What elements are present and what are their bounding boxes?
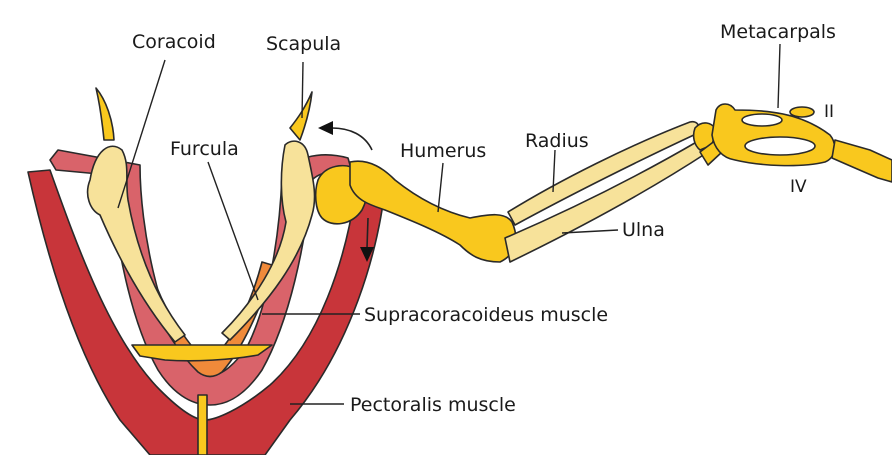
left-scapula-bone bbox=[95, 87, 115, 141]
radius-label: Radius bbox=[525, 130, 589, 152]
metacarpal-upper-gap bbox=[741, 113, 783, 127]
upstroke-arrow bbox=[331, 127, 373, 151]
upstroke-arrowhead bbox=[318, 121, 333, 135]
coracoid-label: Coracoid bbox=[132, 31, 216, 53]
ulna-leader bbox=[561, 229, 619, 234]
ulna-label: Ulna bbox=[622, 219, 665, 241]
supracoracoideus-label: Supracoracoideus muscle bbox=[364, 304, 608, 326]
metacarpals-leader bbox=[777, 43, 781, 109]
digit-ii-label: II bbox=[824, 102, 834, 122]
right-scapula-bone bbox=[289, 91, 313, 141]
furcula-leader bbox=[207, 161, 259, 301]
sternum-base bbox=[131, 344, 273, 362]
pectoralis-label: Pectoralis muscle bbox=[350, 394, 516, 416]
digit-ii-bone bbox=[789, 106, 815, 118]
furcula-label: Furcula bbox=[170, 138, 239, 160]
metacarpals-label: Metacarpals bbox=[720, 21, 836, 43]
downstroke-arrowhead bbox=[360, 247, 374, 262]
scapula-label: Scapula bbox=[266, 33, 341, 55]
radius-leader bbox=[552, 149, 556, 193]
downstroke-arrow bbox=[366, 217, 369, 249]
humerus-label: Humerus bbox=[400, 140, 486, 162]
keel-stem bbox=[197, 394, 208, 455]
digit-iv-label: IV bbox=[790, 177, 807, 197]
metacarpal-gap bbox=[744, 136, 816, 156]
phalanx-bone bbox=[831, 139, 892, 183]
coracoid-leader bbox=[117, 59, 166, 209]
pectoralis-muscle bbox=[27, 169, 387, 455]
metacarpal-bones bbox=[711, 103, 836, 167]
scapula-leader bbox=[301, 61, 304, 119]
left-coracoid-bone bbox=[86, 145, 186, 343]
right-coracoid-bone bbox=[221, 140, 316, 341]
humerus-leader bbox=[437, 162, 444, 213]
